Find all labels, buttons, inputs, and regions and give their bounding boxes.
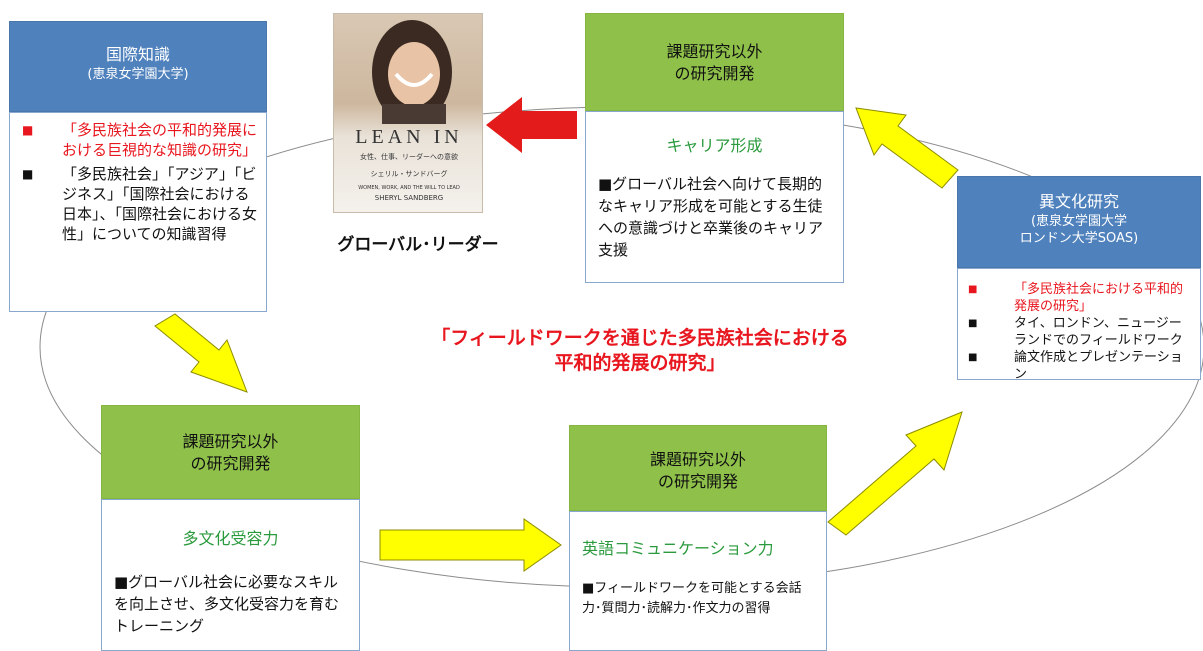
bullet-square-icon: ■: [22, 167, 34, 181]
right-box-header: 異文化研究 (恵泉女学園大学 ロンドン大学SOAS): [957, 176, 1201, 268]
yellow-arrow-icon: [827, 411, 963, 536]
red-arrow-icon: [486, 97, 577, 153]
book-author-en: SHERYL SANDBERG: [374, 194, 444, 202]
center-theme-line2: 平和的発展の研究」: [554, 352, 726, 374]
bottom-left-header-line1: 課題研究以外: [182, 432, 279, 451]
center-theme: 「フィールドワークを通じた多民族社会における 平和的発展の研究」: [380, 326, 900, 376]
right-box-bullets: ■ 「多民族社会における平和的発展の研究」 ■ タイ、ロンドン、ニュージーランド…: [968, 281, 1194, 383]
list-item: ■ 「多民族社会」「アジア」「ビジネス」「国際社会における日本」、「国際社会にお…: [22, 164, 258, 244]
bullet-square-icon: ■: [968, 352, 978, 363]
book-caption: グローバル･リーダー: [337, 235, 499, 255]
top-right-header-line2: の研究開発: [674, 64, 755, 83]
bottom-center-header: 課題研究以外 の研究開発: [569, 425, 827, 511]
top-right-body: キャリア形成 ■グローバル社会へ向けて長期的なキャリア形成を可能とする生徒への意…: [585, 111, 844, 283]
bottom-center-header-line2: の研究開発: [657, 472, 738, 491]
right-box-bullet-text-1: 「多民族社会における平和的発展の研究」: [1014, 282, 1184, 314]
left-box-body: ■ 「多民族社会の平和的発展における巨視的な知識の研究」 ■ 「多民族社会」「ア…: [9, 112, 267, 312]
left-box-subtitle: (恵泉女学園大学): [87, 67, 189, 82]
left-box-bullet-text-2: 「多民族社会」「アジア」「ビジネス」「国際社会における日本」、「国際社会における…: [62, 165, 258, 243]
right-box-bullet-text-2: タイ、ロンドン、ニュージーランドでのフィールドワーク: [1014, 316, 1183, 348]
left-box-bullet-text-1: 「多民族社会の平和的発展における巨視的な知識の研究」: [62, 121, 258, 159]
yellow-arrow-icon: [379, 518, 562, 572]
yellow-arrow-icon: [154, 313, 248, 393]
list-item: ■ 「多民族社会における平和的発展の研究」: [968, 281, 1194, 315]
portrait-illustration: [372, 20, 452, 124]
bottom-center-body: 英語コミュニケーション力 ■フィールドワークを可能とする会話力･質問力･読解力･…: [569, 511, 827, 651]
center-theme-line1: 「フィールドワークを通じた多民族社会における: [431, 327, 849, 349]
right-box-subtitle-line2: ロンドン大学SOAS): [1019, 231, 1139, 246]
list-item: ■ 「多民族社会の平和的発展における巨視的な知識の研究」: [22, 120, 258, 160]
book-cover-image: LEAN IN 女性、仕事、リーダーへの意欲 シェリル・サンドバーグ WOMEN…: [333, 13, 483, 213]
top-right-header-line1: 課題研究以外: [666, 42, 763, 61]
left-box-title: 国際知識: [105, 45, 170, 64]
left-box-bullets: ■ 「多民族社会の平和的発展における巨視的な知識の研究」 ■ 「多民族社会」「ア…: [22, 120, 258, 244]
book-title: LEAN IN: [355, 126, 463, 148]
yellow-arrow-icon: [855, 107, 959, 189]
right-box-body: ■ 「多民族社会における平和的発展の研究」 ■ タイ、ロンドン、ニュージーランド…: [957, 268, 1201, 383]
bottom-center-header-line1: 課題研究以外: [649, 450, 746, 469]
bottom-left-body: 多文化受容力 ■グローバル社会に必要なスキルを向上させ、多文化受容力を育むトレー…: [101, 499, 360, 651]
book-jp-subtitle: 女性、仕事、リーダーへの意欲: [360, 153, 458, 161]
list-item: ■ タイ、ロンドン、ニュージーランドでのフィールドワーク: [968, 315, 1194, 349]
book-tagline: WOMEN, WORK, AND THE WILL TO LEAD: [358, 185, 460, 191]
bottom-center-title: 英語コミュニケーション力: [582, 539, 774, 558]
bottom-left-text: ■グローバル社会に必要なスキルを向上させ、多文化受容力を育むトレーニング: [114, 573, 340, 635]
list-item: ■ 論文作成とプレゼンテーション: [968, 349, 1194, 383]
right-box-title: 異文化研究: [1038, 192, 1119, 211]
left-box-header: 国際知識 (恵泉女学園大学): [9, 21, 267, 112]
bottom-left-header-line2: の研究開発: [190, 454, 271, 473]
bullet-square-icon: ■: [968, 284, 978, 295]
book-author-jp: シェリル・サンドバーグ: [370, 170, 448, 178]
bottom-left-title: 多文化受容力: [182, 529, 279, 548]
top-right-text: ■グローバル社会へ向けて長期的なキャリア形成を可能とする生徒への意識づけと卒業後…: [598, 175, 824, 259]
top-right-header: 課題研究以外 の研究開発: [585, 13, 844, 111]
bottom-left-header: 課題研究以外 の研究開発: [101, 405, 360, 499]
top-right-title: キャリア形成: [666, 136, 763, 155]
bottom-center-text: ■フィールドワークを可能とする会話力･質問力･読解力･作文力の習得: [582, 581, 802, 616]
right-box-bullet-text-3: 論文作成とプレゼンテーション: [1014, 350, 1183, 382]
right-box-subtitle-line1: (恵泉女学園大学: [1030, 214, 1128, 229]
bullet-square-icon: ■: [968, 318, 978, 329]
bullet-square-icon: ■: [22, 123, 34, 137]
